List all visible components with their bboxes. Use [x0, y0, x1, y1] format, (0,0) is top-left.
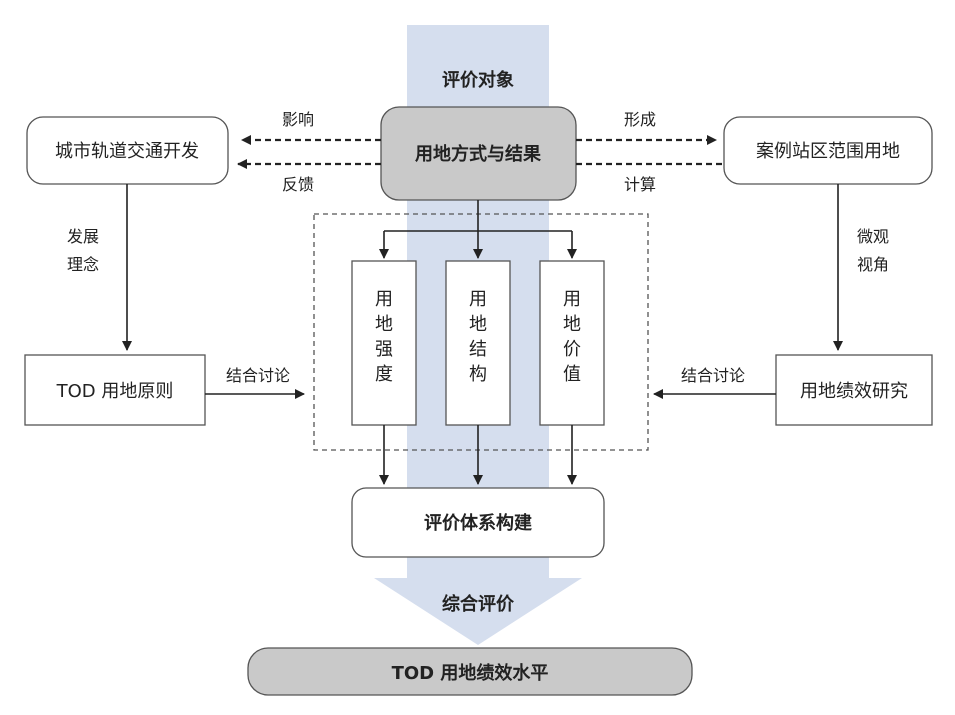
indicator-column-1-char: 地 — [375, 314, 393, 335]
indicator-column-3 — [539, 260, 605, 426]
calc-label: 计算 — [624, 175, 656, 194]
left-vert-label-1: 发展 — [67, 227, 99, 246]
indicator-column-3-char: 值 — [563, 364, 581, 385]
indicator-column-3-char: 价 — [563, 339, 581, 360]
left-bottom-label: TOD 用地原则 — [56, 381, 174, 402]
right-vert-label-1: 微观 — [857, 227, 889, 246]
indicator-column-2 — [445, 260, 511, 426]
right-bottom-box — [775, 354, 933, 426]
left-top-label: 城市轨道交通开发 — [55, 141, 199, 162]
band-top-label: 评价对象 — [442, 69, 514, 91]
band-bottom-label: 综合评价 — [442, 593, 515, 615]
left-discuss-label: 结合讨论 — [226, 366, 290, 385]
result-box — [247, 647, 693, 696]
indicator-column-1-char: 强 — [375, 339, 393, 360]
form-label: 形成 — [624, 110, 656, 129]
indicator-column-3-char: 用 — [563, 289, 581, 310]
right-vert-label-2: 视角 — [857, 255, 889, 274]
indicator-column-2-char: 结 — [469, 339, 487, 360]
right-bottom-label: 用地绩效研究 — [800, 381, 908, 402]
left-vert-label-2: 理念 — [67, 255, 99, 274]
indicator-column-3-char: 地 — [563, 314, 581, 335]
indicator-column-1-char: 度 — [375, 364, 393, 385]
right-top-box — [723, 116, 933, 185]
build-box — [351, 487, 605, 558]
indicator-column-1-char: 用 — [375, 289, 393, 310]
indicator-group — [313, 213, 649, 451]
influence-label: 影响 — [282, 110, 314, 129]
indicator-column-2-char: 地 — [469, 314, 487, 335]
build-box-label: 评价体系构建 — [424, 512, 532, 534]
feedback-label: 反馈 — [282, 175, 314, 194]
result-box-label: TOD 用地绩效水平 — [392, 662, 549, 684]
indicator-column-2-char: 用 — [469, 289, 487, 310]
left-bottom-box — [24, 354, 206, 426]
right-top-label: 案例站区范围用地 — [756, 141, 900, 162]
main-box-label: 用地方式与结果 — [415, 143, 542, 165]
indicator-column-1 — [351, 260, 417, 426]
right-discuss-label: 结合讨论 — [681, 366, 745, 385]
indicator-column-2-char: 构 — [469, 364, 487, 385]
